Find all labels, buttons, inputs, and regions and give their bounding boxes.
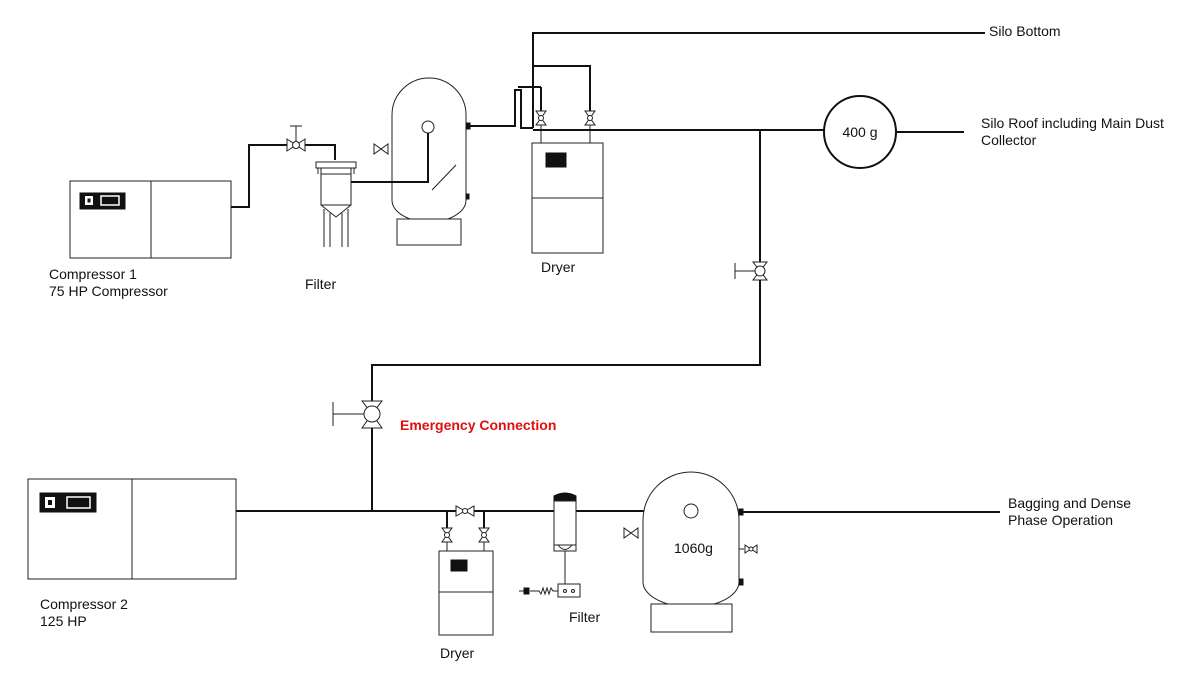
pipe-emergency-upper: [371, 130, 761, 412]
filter-top: [315, 161, 357, 247]
label-filter-bottom: Filter: [569, 609, 601, 625]
pipe-filter-tank: [351, 133, 429, 183]
pipe-dryer-bypass: [533, 65, 591, 111]
label-filter-top: Filter: [305, 276, 337, 292]
label-silo-roof: Silo Roof including Main Dust Collector: [981, 115, 1164, 149]
valve-bottom-bypass: [455, 505, 475, 517]
receiver-tank-bottom: [623, 471, 758, 633]
label-dryer-bottom: Dryer: [440, 645, 475, 661]
filter-bottom: [519, 492, 581, 598]
label-bagging-line1: Bagging and Dense: [1008, 495, 1131, 511]
label-emergency-connection: Emergency Connection: [400, 417, 557, 433]
dryer-bottom: [438, 550, 494, 636]
dryer-top: [531, 142, 604, 254]
valve-dryer-left: [535, 110, 547, 143]
label-compressor-2: Compressor 2 125 HP: [40, 596, 128, 630]
valve-top-filter: [286, 125, 306, 152]
valve-dryer-right: [584, 110, 596, 143]
pipe-tank-header: [470, 89, 533, 129]
valve-emergency: [332, 400, 384, 429]
label-compressor-1: Compressor 1 75 HP Compressor: [49, 266, 168, 300]
label-compressor-1-line1: Compressor 1: [49, 266, 137, 282]
label-silo-bottom: Silo Bottom: [989, 23, 1061, 39]
label-compressor-2-line1: Compressor 2: [40, 596, 128, 612]
label-compressor-2-line2: 125 HP: [40, 613, 87, 629]
compressor-1: [69, 180, 232, 259]
label-compressor-1-line2: 75 HP Compressor: [49, 283, 168, 299]
valve-vertical-upper: [734, 261, 769, 281]
receiver-400g-label: 400 g: [842, 124, 877, 140]
tank-bottom-label: 1060g: [674, 540, 713, 556]
valve-bottom-dryer-left: [441, 527, 453, 551]
valve-bottom-dryer-right: [478, 527, 490, 551]
label-silo-roof-line1: Silo Roof including Main Dust: [981, 115, 1164, 131]
label-dryer-top: Dryer: [541, 259, 576, 275]
pipe-silo-bottom: [532, 32, 985, 128]
pipe-c1-filter: [231, 144, 336, 208]
label-bagging: Bagging and Dense Phase Operation: [1008, 495, 1131, 529]
label-silo-roof-line2: Collector: [981, 132, 1037, 148]
receiver-tank-top: [373, 77, 471, 246]
compressor-2: [27, 478, 237, 580]
label-bagging-line2: Phase Operation: [1008, 512, 1114, 528]
